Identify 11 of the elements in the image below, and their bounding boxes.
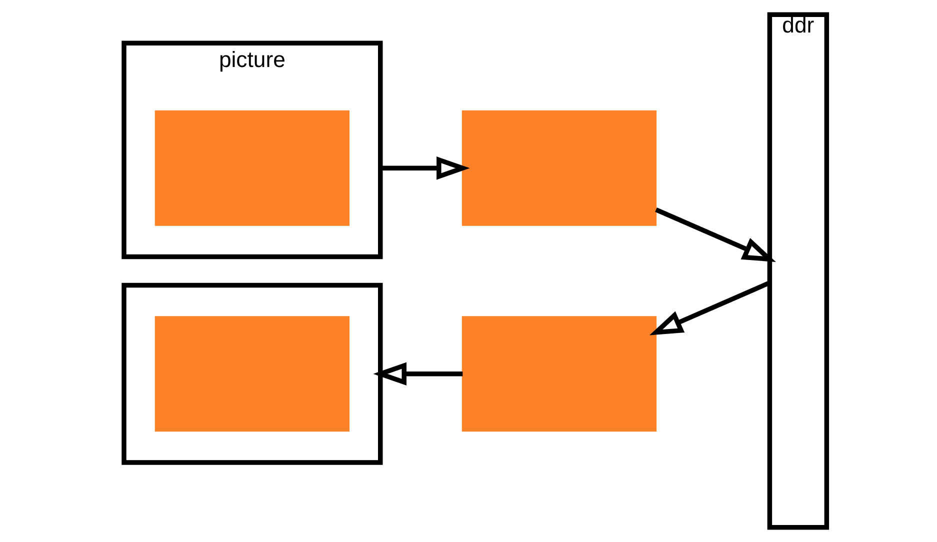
arrow xyxy=(654,208,776,262)
node-box xyxy=(154,316,350,432)
node-box xyxy=(154,110,350,226)
arrow xyxy=(380,156,470,180)
node-box: ddr xyxy=(766,12,829,530)
node-box xyxy=(461,110,656,226)
cluster xyxy=(121,282,382,465)
node-box xyxy=(461,316,656,432)
arrow xyxy=(648,280,770,336)
arrow xyxy=(372,362,462,386)
cluster: picture xyxy=(121,40,382,260)
